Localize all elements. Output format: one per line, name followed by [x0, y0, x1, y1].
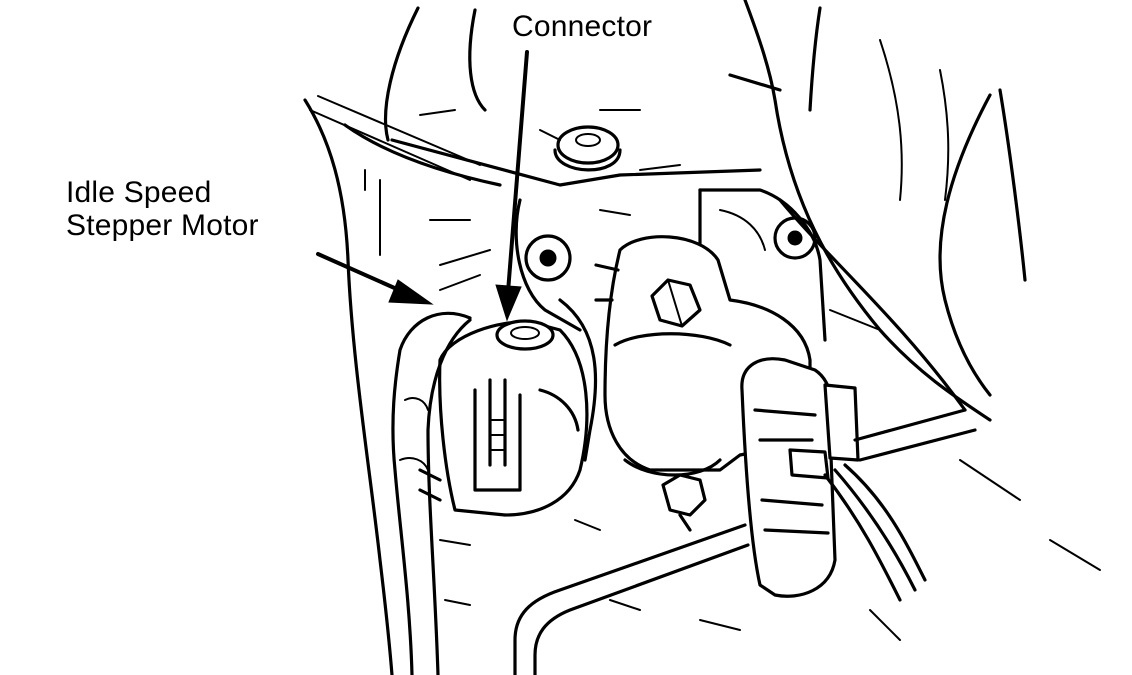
- wire-loom: [391, 311, 472, 675]
- idle-speed-label-line1: Idle Speed: [66, 176, 212, 209]
- right-panels: [728, 0, 1101, 571]
- connector-arrow: [495, 50, 529, 322]
- bracket: [514, 188, 827, 462]
- idle-speed-label-line2: Stepper Motor: [66, 209, 259, 242]
- bolt-left: [524, 234, 572, 282]
- throttle-body-housing: [303, 6, 762, 675]
- connector-label: Connector: [512, 10, 653, 43]
- idle-speed-stepper-motor-label: Idle Speed Stepper Motor: [66, 176, 259, 242]
- mounting-boss: [553, 125, 622, 172]
- right-connector: [740, 357, 860, 598]
- stepper-motor-arrow: [316, 252, 434, 305]
- vacuum-line: [513, 523, 750, 675]
- bolt-right: [773, 216, 817, 260]
- stepper-connector: [418, 319, 589, 517]
- detail-strokes: [439, 164, 901, 641]
- wires: [823, 408, 977, 602]
